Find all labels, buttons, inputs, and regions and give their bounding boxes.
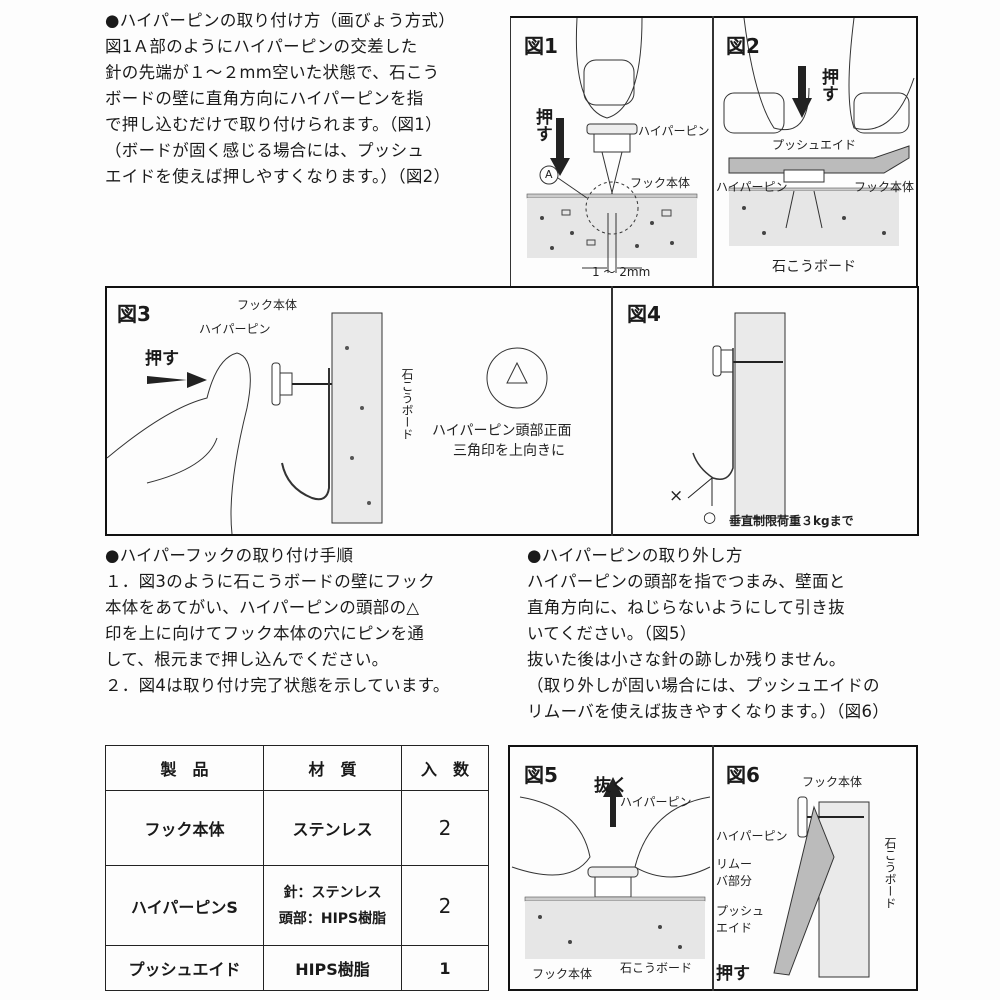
material-cell: ステンレス <box>263 790 402 866</box>
table-row: フック本体 ステンレス 2 <box>105 790 489 866</box>
text-line: いてください。（図5） <box>527 624 697 643</box>
figure-title: 図5 <box>524 763 558 787</box>
divider <box>712 745 714 991</box>
install-pin-instructions: ●ハイパーピンの取り付け方（画びょう方式） 図1Ａ部のようにハイパーピンの交差し… <box>105 8 455 190</box>
pin-label: ハイパーピン <box>199 322 271 336</box>
push-aid-label: プッシュエイド <box>716 904 765 935</box>
figure-1-illustration <box>526 18 698 273</box>
figure-3-illustration <box>107 312 548 534</box>
figure-5-illustration <box>511 777 711 959</box>
push-label: 押す <box>532 108 552 142</box>
text-line: ●ハイパーピンの取り付け方（画びょう方式） <box>105 11 456 30</box>
figure-title: 図2 <box>726 34 760 58</box>
board-label: 石こうボード <box>772 259 856 275</box>
text-line: 針の先端が１～２mm空いた状態で、石こう <box>105 63 440 82</box>
product-table: 製 品 材 質 入 数 フック本体 ステンレス 2 ハイパーピンS 針：ステンレ… <box>105 745 489 991</box>
text-line: （ボードが固く感じる場合には、プッシュ <box>105 141 425 160</box>
board-label: 石こうボード <box>620 961 693 975</box>
hook-label: フック本体 <box>630 176 691 190</box>
header-qty: 入 数 <box>401 745 489 791</box>
material-line: 針：ステンレス <box>283 884 382 901</box>
push-label: 押す <box>145 349 179 369</box>
material-cell: HIPS樹脂 <box>263 945 402 991</box>
text-line: ボードの壁に直角方向にハイパーピンを指 <box>105 89 424 108</box>
text-line: ハイパーピンの頭部を指でつまみ、壁面と <box>527 572 846 591</box>
figure-6-illustration <box>773 796 870 978</box>
figure-2: 図2 押す プッシュエイド ハイパーピン フック本体 石こうボード <box>714 18 916 286</box>
pin-label: ハイパーピン <box>638 124 710 138</box>
triangle-note: ハイパーピン頭部正面 <box>432 423 572 439</box>
text-line: 抜いた後は小さな針の跡しか残りません。 <box>527 650 846 669</box>
figure-2-illustration <box>723 18 915 246</box>
hook-label: フック本体 <box>237 298 298 312</box>
table-header-row: 製 品 材 質 入 数 <box>105 745 489 791</box>
text-line: １．図3のように石こうボードの壁にフック <box>105 572 435 591</box>
figure-title: 図1 <box>524 34 558 58</box>
text-line: 直角方向に、ねじらないようにして引き抜 <box>527 598 845 617</box>
qty-cell: 1 <box>401 945 489 991</box>
figure-5: 図5 抜く ハイパーピン フック本体 石こうボード <box>510 747 712 989</box>
text-line: 印を上に向けてフック本体の穴にピンを通 <box>105 624 425 643</box>
gap-label: 1 ～ 2mm <box>592 265 651 279</box>
material-cell: 針：ステンレス 頭部：HIPS樹脂 <box>263 865 402 946</box>
header-material: 材 質 <box>263 745 402 791</box>
ng-mark: × <box>669 486 684 506</box>
pin-label: ハイパーピン <box>716 829 788 843</box>
ok-mark: ○ <box>703 508 717 526</box>
hook-label: フック本体 <box>854 180 915 194</box>
table-row: プッシュエイド HIPS樹脂 1 <box>105 945 489 991</box>
push-aid-label: プッシュエイド <box>772 138 857 152</box>
text-line: （取り外しが固い場合には、プッシュエイドの <box>527 676 880 695</box>
header-product: 製 品 <box>105 745 264 791</box>
product-cell: ハイパーピンS <box>105 865 264 946</box>
board-label: 石こうボード <box>883 837 897 909</box>
qty-cell: 2 <box>401 865 489 946</box>
push-label: 押す <box>818 68 838 102</box>
figure-3-4-frame <box>105 286 919 536</box>
divider <box>712 16 714 288</box>
figure-title: 図3 <box>117 302 151 326</box>
material-line: 頭部：HIPS樹脂 <box>278 910 387 927</box>
table-row: ハイパーピンS 針：ステンレス 頭部：HIPS樹脂 2 <box>105 865 489 946</box>
push-label: 押す <box>716 964 750 984</box>
text-line: リムーバを使えば抜きやすくなります。）（図6） <box>527 702 890 721</box>
mark-a-label: A <box>545 168 553 181</box>
figure-6: 図6 フック本体 ハイパーピン リムーバ部分 プッシュエイド 押す 石こうボード <box>714 747 916 989</box>
remover-label: リムーバ部分 <box>716 857 753 888</box>
hook-label: フック本体 <box>532 967 593 981</box>
figure-title: 図4 <box>627 302 661 326</box>
qty-cell: 2 <box>401 790 489 866</box>
pin-label: ハイパーピン <box>620 795 692 809</box>
text-line: 本体をあてがい、ハイパーピンの頭部の△ <box>105 598 420 617</box>
figure-1: 図1 押す ハイパーピン フック本体 A 1 ～ 2mm <box>512 18 712 286</box>
pin-label: ハイパーピン <box>716 180 788 194</box>
text-line: エイドを使えば押しやすくなります。）（図2） <box>105 167 451 186</box>
pull-label: 抜く <box>594 776 628 796</box>
text-line: 図1Ａ部のようにハイパーピンの交差した <box>105 37 418 56</box>
figure-4-illustration <box>687 312 786 519</box>
text-line: ２．図4は取り付け完了状態を示しています。 <box>105 676 450 695</box>
figure-4: 図4 × ○ 垂直制限荷重３kgまで <box>613 288 917 534</box>
board-label: 石こうボード <box>400 368 414 440</box>
load-limit-label: 垂直制限荷重３kgまで <box>729 514 854 528</box>
text-line: で押し込むだけで取り付けられます。（図1） <box>105 115 442 134</box>
product-cell: プッシュエイド <box>105 945 264 991</box>
remove-pin-instructions: ●ハイパーピンの取り外し方 ハイパーピンの頭部を指でつまみ、壁面と 直角方向に、… <box>527 543 889 725</box>
hook-steps: ●ハイパーフックの取り付け手順 １．図3のように石こうボードの壁にフック 本体を… <box>105 543 450 699</box>
triangle-note: 三角印を上向きに <box>453 443 565 459</box>
hook-label: フック本体 <box>802 775 863 789</box>
figure-title: 図6 <box>726 763 760 787</box>
text-line: ●ハイパーピンの取り外し方 <box>527 546 743 565</box>
text-line: ●ハイパーフックの取り付け手順 <box>105 546 354 565</box>
figure-3: 図3 フック本体 ハイパーピン 押す 石こうボード ハイパーピン頭部正面 三角印… <box>107 288 611 534</box>
product-cell: フック本体 <box>105 790 264 866</box>
divider <box>611 286 613 536</box>
text-line: して、根元まで押し込んでください。 <box>105 650 389 669</box>
